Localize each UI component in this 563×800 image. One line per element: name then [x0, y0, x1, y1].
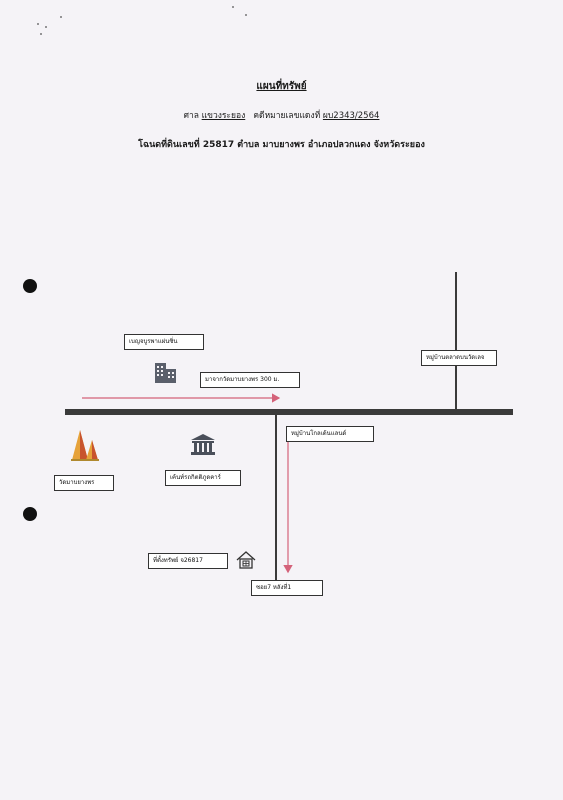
bank-icon [191, 434, 215, 455]
court-name: แขวงระยอง [201, 111, 246, 121]
office-building-icon [155, 363, 176, 383]
case-number: ผบ2343/2564 [322, 111, 380, 121]
label-village-center: หมู่บ้านโกลเด้นแลนด์ [286, 426, 374, 442]
label-soi: ซอย7 หลังที่1 [251, 580, 323, 596]
label-distance: มาจากวัดมาบยางพร 300 ม. [200, 372, 300, 388]
label-temple: วัดมาบยางพร [54, 475, 114, 491]
label-bank: เค้นท์รถกิตติภูดคาร์ [165, 470, 241, 486]
case-prefix: คดีหมายเลขแดงที่ [253, 111, 321, 121]
temple-icon [71, 430, 99, 461]
punch-hole-bottom [23, 507, 37, 521]
label-village-right: หมู่บ้านตลาดบนวัดเลจ [421, 350, 497, 366]
punch-hole-top [23, 279, 37, 293]
court-prefix: ศาล [183, 111, 199, 121]
main-road [65, 409, 513, 415]
house-icon [236, 551, 256, 569]
label-property: ที่ตั้งทรัพย์ จ26817 [148, 553, 228, 569]
map-title: แผนที่ทรัพย์ [256, 81, 307, 92]
deed-line: โฉนดที่ดินเลขที่ 25817 ตำบล มาบยางพร อำเ… [138, 140, 425, 150]
road-north-right [455, 272, 457, 410]
road-south-center [275, 415, 277, 580]
label-factory: เบญจบูรพาแผ่นซิ่น [124, 334, 204, 350]
court-line: ศาล แขวงระยอง คดีหมายเลขแดงที่ ผบ2343/25… [0, 108, 563, 122]
